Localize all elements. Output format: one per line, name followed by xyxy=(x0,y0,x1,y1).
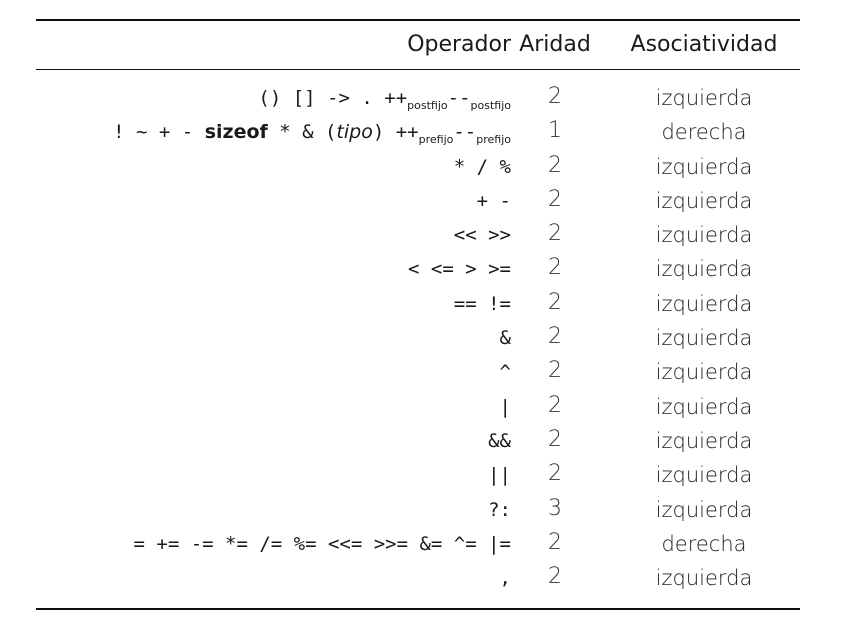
operator-text: , xyxy=(499,567,511,590)
operator-cell: , xyxy=(500,565,511,591)
operator-text: () [] -> . ++ xyxy=(258,87,408,109)
arity-cell: 2 xyxy=(548,324,562,350)
operator-text: < <= > >= xyxy=(408,258,511,281)
operator-text: tipo xyxy=(336,121,373,144)
arity-cell: 2 xyxy=(548,564,562,590)
header-associativity: Asociatividad xyxy=(630,32,778,57)
operator-text: -- xyxy=(453,121,477,144)
associativity-cell: derecha xyxy=(661,531,747,556)
arity-cell: 2 xyxy=(548,358,562,384)
table-row: , 2 izquierda xyxy=(36,561,800,595)
operator-cell: & xyxy=(500,325,511,351)
associativity-cell: izquierda xyxy=(655,291,753,316)
operator-cell: ! ~ + - sizeof * & (tipo) ++prefijo--pre… xyxy=(113,119,511,148)
table-row: < <= > >= 2 izquierda xyxy=(36,252,800,286)
table-row: << >> 2 izquierda xyxy=(36,218,800,252)
operator-subscript: postfijo xyxy=(407,99,448,112)
table-row: == != 2 izquierda xyxy=(36,287,800,321)
associativity-cell: izquierda xyxy=(655,566,753,591)
associativity-cell: izquierda xyxy=(655,428,753,453)
arity-cell: 2 xyxy=(548,84,562,109)
arity-cell: 2 xyxy=(548,529,562,555)
arity-cell: 2 xyxy=(548,221,562,247)
operator-cell: == != xyxy=(454,291,511,317)
operator-cell: ^ xyxy=(500,359,511,385)
operator-subscript: postfijo xyxy=(470,99,511,112)
arity-cell: 2 xyxy=(548,461,562,487)
operator-text: ! ~ + - xyxy=(113,121,205,144)
table-row: & 2 izquierda xyxy=(36,321,800,355)
operator-subscript: prefijo xyxy=(476,133,511,147)
arity-cell: 3 xyxy=(548,495,562,521)
table-row: && 2 izquierda xyxy=(36,424,800,458)
operator-cell: * / % xyxy=(454,154,511,180)
table-row: | 2 izquierda xyxy=(36,390,800,424)
operator-text: || xyxy=(488,464,511,487)
header-operator: Operador xyxy=(407,32,511,57)
associativity-cell: izquierda xyxy=(655,86,753,110)
table-header: Operador Aridad Asociatividad xyxy=(36,19,800,69)
associativity-cell: izquierda xyxy=(655,463,753,488)
operator-text: * / % xyxy=(453,155,511,178)
operator-text: ^ xyxy=(499,361,511,384)
operator-cell: = += -= *= /= %= <<= >>= &= ^= |= xyxy=(134,531,512,557)
operator-cell: && xyxy=(488,428,511,454)
associativity-cell: izquierda xyxy=(655,154,753,179)
table-row: ! ~ + - sizeof * & (tipo) ++prefijo--pre… xyxy=(36,115,800,149)
operator-text: -- xyxy=(447,87,471,109)
arity-cell: 2 xyxy=(548,152,562,178)
associativity-cell: izquierda xyxy=(655,257,753,282)
associativity-cell: izquierda xyxy=(655,497,753,522)
operator-text: & xyxy=(499,327,511,350)
operator-cell: | xyxy=(500,394,511,420)
top-rule xyxy=(36,19,800,21)
operator-text: << >> xyxy=(453,224,511,247)
associativity-cell: izquierda xyxy=(655,360,753,385)
header-rule xyxy=(36,69,800,70)
operator-text: ?: xyxy=(488,498,511,521)
associativity-cell: izquierda xyxy=(655,223,753,248)
operator-cell: < <= > >= xyxy=(408,256,511,282)
operator-text: + - xyxy=(476,189,511,212)
operator-subscript: prefijo xyxy=(418,133,454,147)
arity-cell: 2 xyxy=(548,255,562,281)
associativity-cell: izquierda xyxy=(655,188,753,213)
table-row: + - 2 izquierda xyxy=(36,184,800,218)
operator-cell: () [] -> . ++postfijo--postfijo xyxy=(258,85,511,114)
arity-cell: 2 xyxy=(548,186,562,212)
operator-cell: || xyxy=(488,462,511,488)
operator-text: | xyxy=(499,395,511,418)
associativity-cell: izquierda xyxy=(655,326,753,351)
table-row: * / % 2 izquierda xyxy=(36,150,800,184)
operator-text: == != xyxy=(453,292,511,315)
table-row: ^ 2 izquierda xyxy=(36,355,800,389)
associativity-cell: derecha xyxy=(661,120,747,145)
arity-cell: 2 xyxy=(548,426,562,452)
associativity-cell: izquierda xyxy=(655,394,753,419)
table-row: || 2 izquierda xyxy=(36,458,800,492)
table-row: ?: 3 izquierda xyxy=(36,493,800,527)
table-row: = += -= *= /= %= <<= >>= &= ^= |= 2 derech… xyxy=(36,527,800,561)
operator-text: sizeof xyxy=(204,121,268,144)
operator-text: && xyxy=(488,429,511,452)
arity-cell: 2 xyxy=(548,392,562,418)
operator-text: = += -= *= /= %= <<= >>= &= ^= |= xyxy=(133,532,512,555)
operator-cell: + - xyxy=(477,188,511,214)
operator-text: ) ++ xyxy=(372,121,419,144)
arity-cell: 1 xyxy=(548,118,562,144)
operator-cell: << >> xyxy=(454,222,511,248)
operator-text: * & ( xyxy=(267,121,337,144)
header-arity: Aridad xyxy=(519,32,591,57)
arity-cell: 2 xyxy=(548,289,562,315)
bottom-rule xyxy=(36,608,800,610)
operator-cell: ?: xyxy=(488,497,511,523)
